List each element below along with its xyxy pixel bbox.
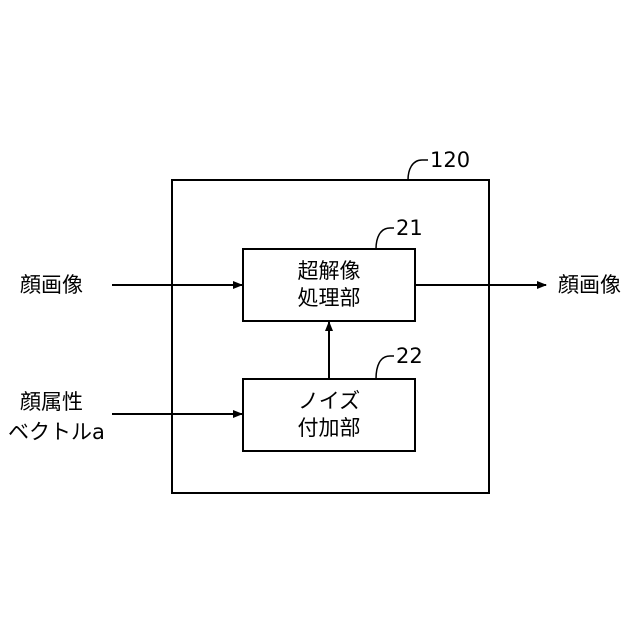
- block-22-label-line2: 付加部: [243, 415, 415, 442]
- ref-leader-120: [408, 160, 428, 180]
- block-22-label-line1: ノイズ: [243, 388, 415, 415]
- block-22-label: ノイズ 付加部: [243, 388, 415, 442]
- block-21-label: 超解像 処理部: [243, 258, 415, 312]
- ref-numeral-120: 120: [430, 148, 470, 172]
- output-face-image-label: 顔画像: [558, 270, 621, 300]
- ref-numeral-22: 22: [396, 344, 423, 368]
- ref-leader-22: [376, 356, 394, 379]
- input-attribute-label-line2: ベクトルa: [8, 417, 105, 447]
- block-21-label-line1: 超解像: [243, 258, 415, 285]
- outer-block-120: [172, 180, 489, 493]
- input-face-image-label: 顔画像: [20, 270, 83, 300]
- block-21-label-line2: 処理部: [243, 285, 415, 312]
- ref-numeral-21: 21: [396, 216, 423, 240]
- input-attribute-label-line1: 顔属性: [20, 387, 83, 417]
- ref-leader-21: [376, 228, 394, 249]
